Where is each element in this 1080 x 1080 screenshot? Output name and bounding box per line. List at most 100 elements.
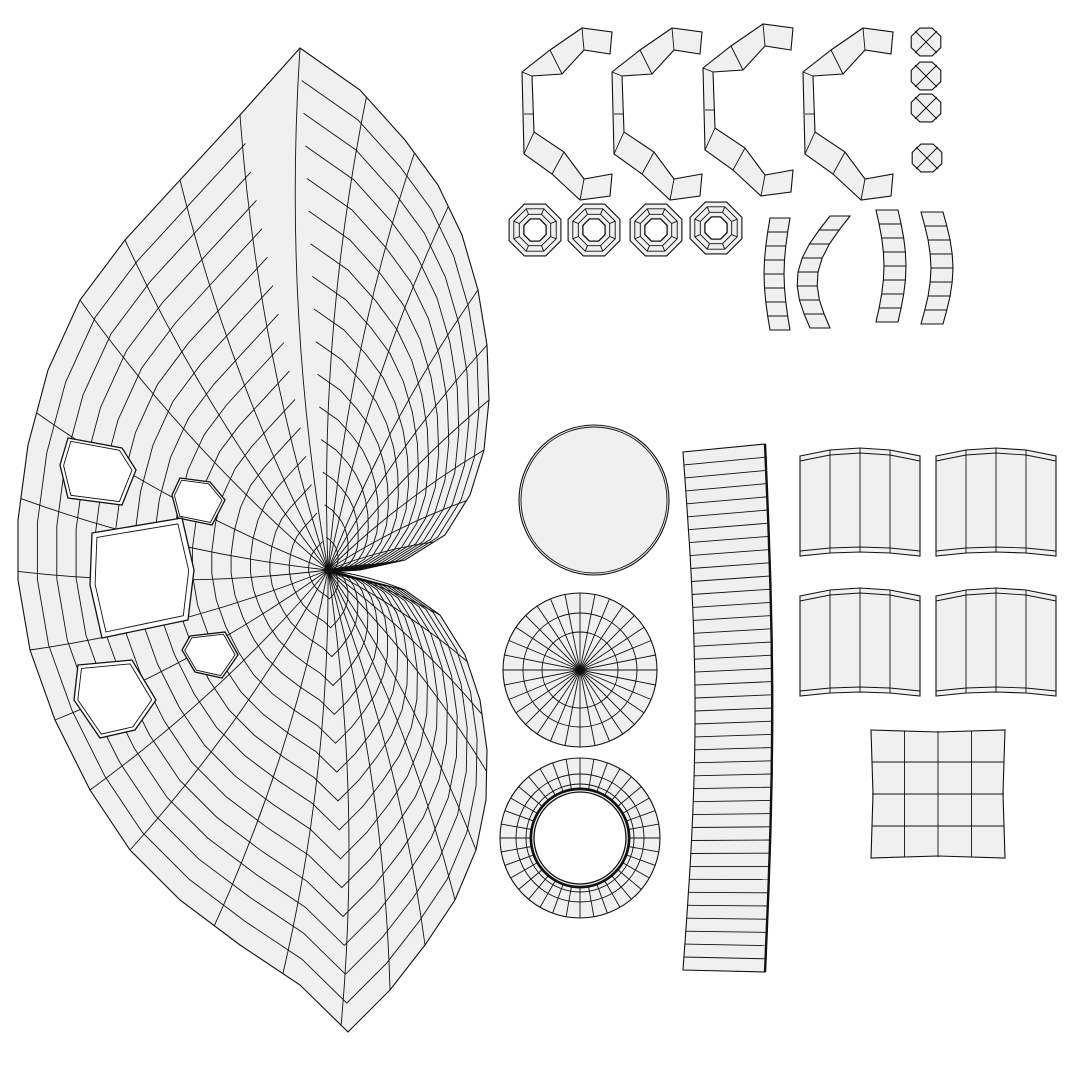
octagon-ring-spoke bbox=[584, 208, 588, 215]
octagon-ring-spoke bbox=[646, 208, 650, 215]
wall-panel-bottom-band bbox=[799, 686, 921, 692]
ring-disc-spoke bbox=[552, 883, 564, 914]
fan-ring bbox=[75, 145, 460, 947]
long-strip-rung bbox=[683, 456, 766, 466]
ring-disc-spoke bbox=[504, 854, 535, 866]
long-strip-rung bbox=[694, 641, 772, 647]
c-arch-outline bbox=[521, 27, 613, 201]
ring-disc-spoke bbox=[617, 869, 642, 890]
disc-outline bbox=[518, 424, 670, 576]
c-arch-outline bbox=[611, 27, 703, 201]
c-arch-segment bbox=[802, 71, 814, 77]
octagon-ring-spoke bbox=[513, 236, 520, 240]
long-strip-rung bbox=[687, 509, 768, 518]
spoke-disc-spoke bbox=[579, 669, 652, 700]
wall-panel-islands bbox=[799, 447, 1057, 697]
long-strip-rung bbox=[684, 943, 767, 947]
small-octagon-diagonal bbox=[915, 146, 939, 170]
fan-ring bbox=[56, 112, 470, 975]
spoke-disc-spoke bbox=[579, 669, 596, 746]
fan-spoke bbox=[327, 569, 468, 662]
octagon-ring-spoke bbox=[662, 245, 666, 252]
fan-cutout bbox=[73, 659, 157, 739]
long-strip-rung bbox=[693, 615, 772, 621]
long-strip-rung bbox=[691, 575, 771, 582]
octagon-ring-spoke bbox=[541, 245, 545, 252]
fan-cutout-inner bbox=[184, 633, 236, 677]
ring-disc-spoke bbox=[588, 886, 595, 917]
fan-ring bbox=[230, 406, 379, 716]
disc-outline-island bbox=[518, 424, 670, 576]
ring-disc-spoke bbox=[596, 762, 608, 793]
small-octagon-islands bbox=[910, 27, 943, 173]
octagon-ring-loop bbox=[704, 216, 728, 240]
octagon-ring-spoke bbox=[706, 206, 710, 213]
square-grid-island bbox=[870, 729, 1006, 859]
fan-spoke bbox=[326, 97, 367, 571]
fan-spoke bbox=[89, 569, 329, 791]
wall-panel-bottom-band bbox=[799, 546, 921, 552]
long-strip-rung bbox=[694, 733, 773, 738]
fan-ring bbox=[288, 504, 349, 629]
small-octagon-diagonal bbox=[914, 64, 938, 88]
spoke-disc-spoke bbox=[550, 669, 581, 742]
dome-fan-island bbox=[17, 47, 490, 1033]
c-arch-segment bbox=[832, 151, 846, 175]
long-strip-rung bbox=[692, 601, 771, 608]
c-arch-segment bbox=[862, 27, 866, 51]
ring-disc-spoke bbox=[501, 846, 532, 853]
c-arch-segment bbox=[549, 49, 563, 75]
c-arch-outline bbox=[702, 23, 794, 197]
octagon-ring-spoke bbox=[550, 220, 557, 224]
long-strip-rung bbox=[694, 654, 772, 660]
ring-disc-spoke bbox=[628, 846, 659, 853]
long-strip-island bbox=[682, 443, 774, 973]
spoke-disc-spoke bbox=[564, 669, 581, 746]
c-arch-segment bbox=[704, 127, 716, 151]
octagon-ring-spoke bbox=[600, 208, 604, 215]
octagon-ring-spoke bbox=[694, 218, 701, 222]
fan-ring bbox=[211, 373, 389, 744]
fan-spoke bbox=[327, 206, 449, 571]
c-arch-segment bbox=[551, 151, 565, 175]
spoke-disc-spoke bbox=[579, 640, 652, 671]
long-strip-right-edge bbox=[763, 443, 774, 973]
octagon-ring-spoke bbox=[671, 220, 678, 224]
fan-spoke bbox=[79, 299, 329, 571]
fan-spoke bbox=[213, 569, 329, 926]
c-arch-outline bbox=[802, 27, 894, 201]
long-strip-rung bbox=[692, 826, 771, 828]
wall-panel-bottom-band bbox=[935, 686, 1057, 692]
octagon-ring-spoke bbox=[694, 234, 701, 238]
spoke-disc-spoke bbox=[525, 669, 581, 725]
disc-inner-edge bbox=[520, 426, 668, 574]
ring-disc-spoke bbox=[622, 797, 650, 814]
octagon-ring-spoke bbox=[731, 234, 738, 238]
spoke-disc-spoke bbox=[525, 615, 581, 671]
long-strip-rung bbox=[690, 549, 770, 557]
spoke-disc-spoke bbox=[579, 669, 635, 725]
octagon-ring-spoke bbox=[609, 220, 616, 224]
c-arch-segment bbox=[760, 174, 766, 197]
c-arch-segment bbox=[579, 178, 585, 201]
spoke-disc-spoke bbox=[515, 669, 581, 714]
fan-spoke bbox=[129, 569, 329, 851]
spoke-disc-spoke bbox=[550, 598, 581, 671]
octagon-ring-spoke bbox=[525, 208, 529, 215]
bent-strip-islands bbox=[763, 209, 954, 331]
wall-panel-top-band bbox=[935, 592, 1057, 602]
spoke-disc-spoke bbox=[515, 626, 581, 671]
ring-disc-spoke bbox=[617, 786, 642, 807]
fan-cutout-inner bbox=[173, 479, 223, 524]
long-strip-rung bbox=[694, 747, 773, 751]
long-strip-rung bbox=[692, 588, 771, 595]
wall-panel-bottom-band bbox=[935, 546, 1057, 552]
octagon-ring-spoke bbox=[584, 245, 588, 252]
fan-cutout bbox=[181, 631, 239, 679]
octagon-ring-spoke bbox=[646, 245, 650, 252]
long-strip-rung bbox=[686, 917, 768, 920]
long-strip-rung bbox=[692, 813, 771, 816]
octagon-ring-loop bbox=[582, 218, 606, 242]
ring-disc-hole bbox=[533, 791, 627, 885]
spoke-disc-island bbox=[502, 592, 658, 748]
